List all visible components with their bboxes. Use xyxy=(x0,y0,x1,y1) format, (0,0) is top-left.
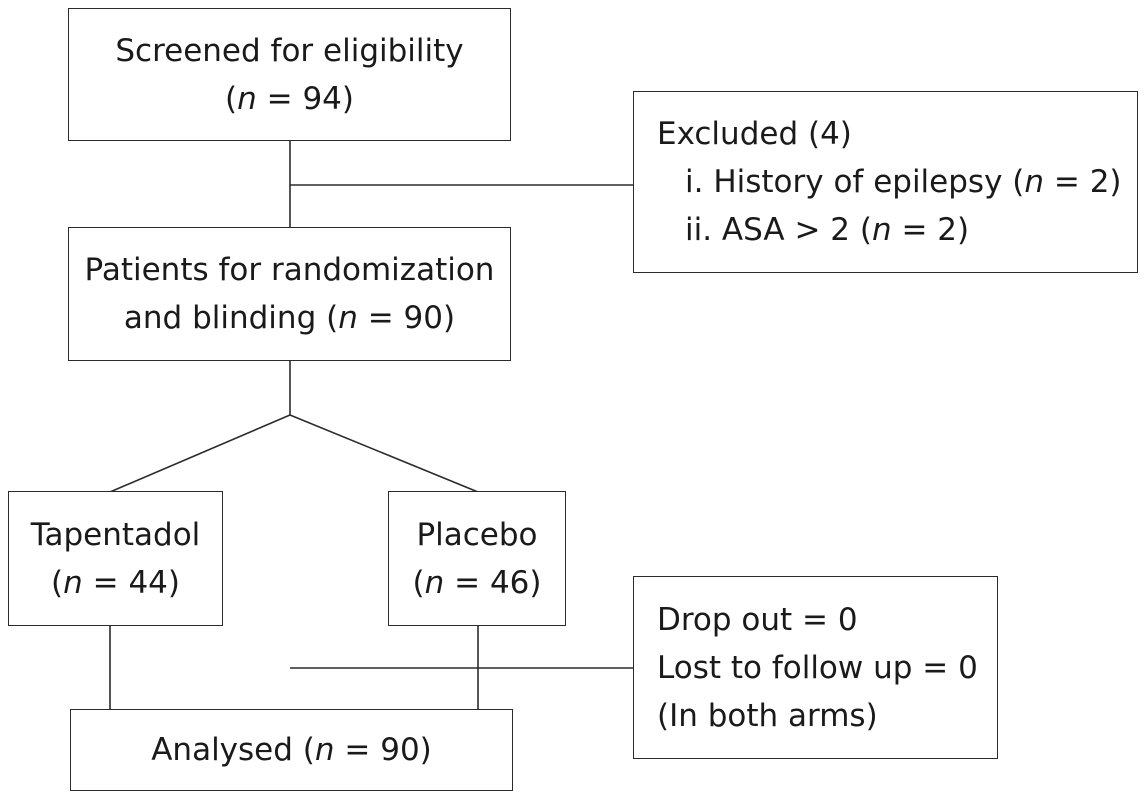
randomization-line1: Patients for randomization xyxy=(84,252,495,288)
connector-split-placebo xyxy=(289,414,479,493)
placebo-line1: Placebo xyxy=(416,516,538,553)
screened-box: Screened for eligibility (n = 94) xyxy=(68,8,511,141)
randomization-line2: and blinding (n = 90) xyxy=(123,300,456,336)
analysed-line: Analysed (n = 90) xyxy=(151,732,432,768)
dropout-line3: (In both arms) xyxy=(657,697,878,734)
randomization-box: Patients for randomization and blinding … xyxy=(68,227,511,361)
excluded-item-2: ii. ASA > 2 (n = 2) xyxy=(685,212,970,248)
dropout-line1: Drop out = 0 xyxy=(657,601,858,638)
dropout-line2: Lost to follow up = 0 xyxy=(657,649,978,686)
placebo-line2: (n = 46) xyxy=(412,564,542,601)
placebo-box: Placebo (n = 46) xyxy=(388,491,566,626)
tapentadol-box: Tapentadol (n = 44) xyxy=(8,491,223,626)
dropout-box: Drop out = 0 Lost to follow up = 0 (In b… xyxy=(633,576,998,759)
screened-line2: (n = 94) xyxy=(225,80,354,117)
screened-line1: Screened for eligibility xyxy=(115,32,464,69)
tapentadol-line1: Tapentadol xyxy=(30,516,201,553)
excluded-box: Excluded (4) i. History of epilepsy (n =… xyxy=(633,91,1138,273)
excluded-title: Excluded (4) xyxy=(657,116,852,152)
tapentadol-line2: (n = 44) xyxy=(51,564,180,601)
connector-split-tapentadol xyxy=(109,414,291,493)
analysed-box: Analysed (n = 90) xyxy=(70,709,513,791)
excluded-item-1: i. History of epilepsy (n = 2) xyxy=(685,164,1122,200)
